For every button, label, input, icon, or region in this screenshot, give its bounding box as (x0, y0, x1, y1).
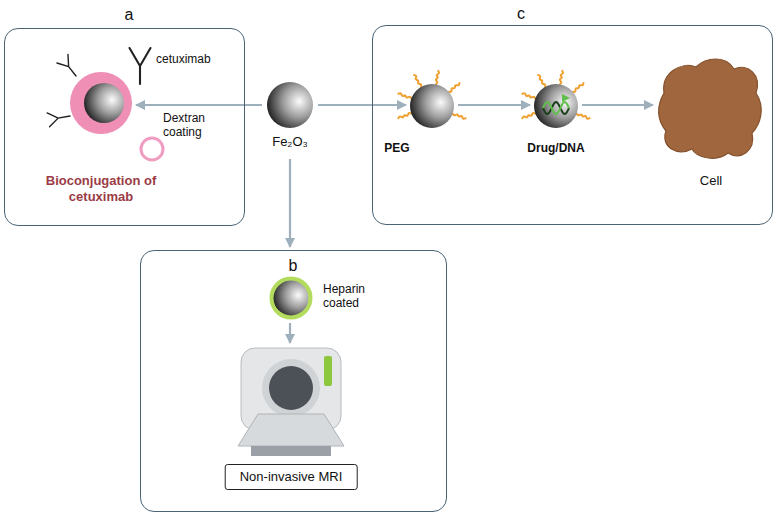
mri-machine (238, 348, 344, 456)
drug-particle: Drug/DNA (533, 83, 579, 129)
antibody-symbol (130, 48, 151, 84)
flow-arrow (458, 104, 530, 106)
nanoparticle: Fe₂O₃ (265, 80, 315, 156)
peg-chain (573, 83, 584, 92)
drug-symbol (562, 94, 570, 102)
particle-label: Fe₂O₃ (250, 134, 330, 150)
sphere (84, 83, 124, 123)
peg-chain (538, 75, 545, 87)
conjugate-particle-outline (69, 71, 133, 135)
flow-arrow (136, 104, 262, 106)
dna-strand (543, 102, 569, 114)
peg-chain (414, 75, 421, 87)
conjugate-particle: Bioconjugation of cetuximab (69, 71, 133, 135)
antibody-label: cetuximab (156, 52, 211, 66)
dna-strand (543, 102, 569, 114)
panel-box: cPEGDrug/DNACell (372, 25, 773, 225)
flow-arrow (318, 104, 406, 106)
peg-chain (449, 83, 460, 92)
flow-arrow (289, 159, 291, 247)
panel-letter: a (119, 5, 139, 24)
peg-chain (453, 114, 466, 119)
antibody-symbols (47, 48, 150, 127)
particle-label: PEG (375, 141, 419, 155)
sphere (267, 82, 313, 128)
peg-particle-outline (409, 83, 455, 129)
antibody-symbol (47, 109, 71, 127)
panel-letter: c (511, 4, 531, 23)
cell-shape: Cell (656, 53, 766, 163)
sphere (410, 84, 454, 128)
mri-label: Non-invasive MRI (225, 464, 358, 490)
peg-chain (577, 114, 590, 119)
peg-chain (398, 113, 411, 118)
panel-box: bHeparin coatedNon-invasive MRI (140, 250, 447, 512)
heparin-ring (272, 279, 311, 318)
cell-label: Cell (686, 173, 736, 189)
drug-particle-outline (533, 83, 579, 129)
peg-chain (398, 93, 411, 98)
mri-scanner: Non-invasive MRI (196, 346, 386, 501)
peg-chain (522, 113, 535, 118)
peg-chain (560, 71, 563, 85)
dextran-shell (70, 72, 132, 134)
peg-chain (436, 71, 439, 85)
particle-label: Bioconjugation of cetuximab (31, 173, 171, 204)
heparin-particle-outline (269, 276, 313, 320)
coating-label: Heparin coated (323, 282, 395, 311)
antibody-symbol (57, 54, 82, 80)
flow-arrow (289, 323, 291, 343)
sphere (534, 84, 578, 128)
peg-particle: PEG (409, 83, 455, 129)
coating-label: Dextran coating (163, 111, 227, 140)
panel-letter: b (282, 256, 304, 275)
heparin-particle: Heparin coated (269, 276, 313, 320)
dextran-ring (141, 138, 163, 160)
cell-shape-outline (656, 53, 766, 163)
cell-body (659, 59, 762, 158)
flow-arrow (582, 104, 653, 106)
particle-label: Drug/DNA (516, 141, 596, 155)
dextran-ring: Dextran coating (139, 111, 229, 171)
peg-chain (522, 93, 535, 98)
